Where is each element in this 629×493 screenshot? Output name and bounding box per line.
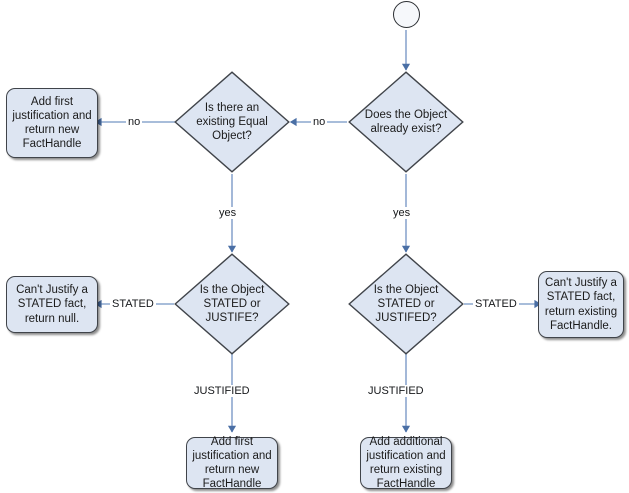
process-label: Add first justification and return new F…: [192, 435, 272, 491]
process-label: Can't Justify a STATED fact, return exis…: [544, 277, 618, 332]
edge-label-justified-left: JUSTIFIED: [192, 385, 252, 397]
process-add-first-justification-new-facthandle-top[interactable]: Add first justification and return new F…: [6, 88, 98, 158]
edge-label-no-right: no: [311, 116, 328, 128]
edge-label-stated-left: STATED: [110, 298, 156, 310]
process-label: Add first justification and return new F…: [12, 95, 92, 151]
edge-label-yes-right: yes: [391, 207, 413, 219]
decision-label: Does the Object already exist?: [364, 108, 448, 135]
diamond-shape: [174, 71, 290, 173]
decision-does-object-already-exist[interactable]: Does the Object already exist?: [348, 71, 464, 173]
process-add-first-justification-new-facthandle-bottom[interactable]: Add first justification and return new F…: [186, 435, 278, 491]
edge-label-stated-right: STATED: [473, 298, 519, 310]
process-add-additional-justification-existing-facthandle[interactable]: Add additional justification and return …: [360, 435, 452, 491]
process-cant-justify-return-null[interactable]: Can't Justify a STATED fact, return null…: [6, 276, 98, 333]
diamond-shape: [348, 253, 464, 355]
edge-label-no-left: no: [126, 116, 143, 128]
decision-label: Is the Object STATED or JUSTIFE?: [199, 283, 265, 325]
decision-label: Is the Object STATED or JUSTIFED?: [373, 283, 439, 325]
decision-object-stated-or-justife[interactable]: Is the Object STATED or JUSTIFE?: [174, 253, 290, 355]
diamond-shape: [174, 253, 290, 355]
decision-existing-equal-object[interactable]: Is there an existing Equal Object?: [174, 71, 290, 173]
edge-label-justified-right: JUSTIFIED: [366, 385, 426, 397]
start-node[interactable]: [393, 1, 420, 28]
process-cant-justify-return-existing-facthandle[interactable]: Can't Justify a STATED fact, return exis…: [538, 271, 624, 338]
process-label: Can't Justify a STATED fact, return null…: [16, 284, 88, 325]
decision-label: Is there an existing Equal Object?: [196, 101, 268, 143]
process-label: Add additional justification and return …: [366, 435, 446, 491]
edge-label-yes-left: yes: [217, 207, 239, 219]
decision-object-stated-or-justifed[interactable]: Is the Object STATED or JUSTIFED?: [348, 253, 464, 355]
diamond-shape: [348, 71, 464, 173]
